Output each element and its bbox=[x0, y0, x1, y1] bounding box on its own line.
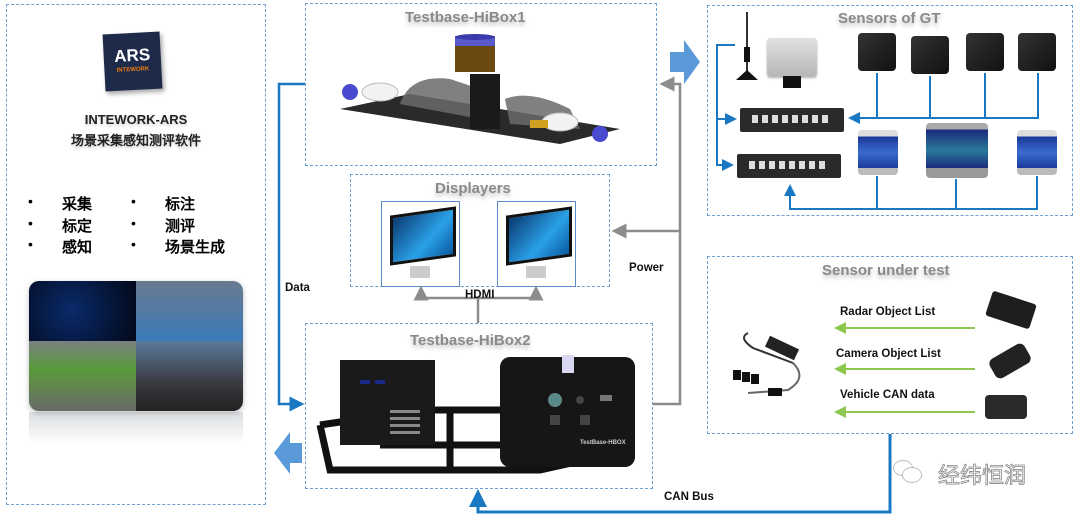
lidar-2-icon bbox=[926, 123, 988, 178]
gt-lidar-bus bbox=[784, 176, 1038, 210]
gt-camera-3-icon bbox=[966, 33, 1004, 71]
big-arrow-right bbox=[670, 40, 700, 84]
can-bus-label: CAN Bus bbox=[664, 491, 714, 503]
feature-item: 标定 bbox=[62, 217, 93, 235]
power-label: Power bbox=[629, 262, 664, 274]
pointcloud-green-view bbox=[29, 341, 136, 411]
power-line bbox=[653, 76, 682, 406]
feature-item: 场景生成 bbox=[165, 238, 226, 256]
hdmi-label: HDMI bbox=[465, 289, 495, 301]
gt-line bbox=[716, 44, 737, 125]
collage-reflection bbox=[29, 412, 243, 444]
feature-item: 标注 bbox=[165, 195, 196, 213]
sensors-gt-title: Sensors of GT bbox=[838, 10, 941, 27]
lidar-1-icon bbox=[858, 130, 898, 175]
network-switch-2-icon bbox=[737, 154, 841, 178]
hibox2-device-label: TestBase-HBOX bbox=[580, 440, 626, 446]
product-subtitle: 场景采集感知测评软件 bbox=[70, 134, 201, 149]
feature-item: 测评 bbox=[165, 217, 196, 235]
feature-item: 采集 bbox=[62, 195, 93, 213]
product-name: INTEWORK-ARS bbox=[84, 112, 188, 127]
monitor-stand bbox=[410, 266, 430, 278]
watermark-text: 经纬恒润 bbox=[938, 464, 1027, 490]
data-line bbox=[277, 82, 305, 412]
switch-ports bbox=[749, 161, 829, 169]
software-panel bbox=[6, 4, 266, 505]
gt-camera-2-icon bbox=[911, 36, 949, 74]
switch-ports bbox=[752, 115, 832, 123]
signal-label-radar: Radar Object List bbox=[840, 306, 936, 318]
feature-bullet: • bbox=[131, 236, 136, 252]
feature-bullet: • bbox=[131, 215, 136, 231]
feature-bullet: • bbox=[131, 193, 136, 209]
hibox2-block bbox=[305, 323, 653, 489]
lidar-pointcloud-view bbox=[29, 281, 136, 341]
gps-antenna-icon bbox=[736, 12, 758, 80]
wechat-icon bbox=[893, 460, 922, 483]
hibox2-title: Testbase-HiBox2 bbox=[410, 332, 531, 349]
gt-camera-1-icon bbox=[858, 33, 896, 71]
feature-bullet: • bbox=[28, 193, 33, 209]
signal-label-camera: Camera Object List bbox=[836, 348, 941, 360]
sensors-gt-block bbox=[707, 5, 1073, 216]
gt-camera-bus bbox=[848, 73, 1039, 124]
gnss-ins-box-icon bbox=[767, 38, 817, 76]
displayers-title: Displayers bbox=[435, 180, 511, 197]
feature-bullet: • bbox=[28, 215, 33, 231]
feature-item: 感知 bbox=[62, 238, 93, 256]
gnss-connector bbox=[783, 76, 801, 88]
hibox1-block bbox=[305, 3, 657, 166]
indoor-camera-view bbox=[136, 341, 243, 411]
can-interface-cable-icon bbox=[733, 332, 801, 396]
data-label: Data bbox=[285, 282, 310, 294]
sensor-under-test-block bbox=[707, 256, 1073, 434]
hdmi-line bbox=[478, 285, 544, 301]
gt-camera-4-icon bbox=[1018, 33, 1056, 71]
obd-connector-icon bbox=[985, 395, 1027, 419]
gt-line bbox=[716, 119, 734, 171]
lidar-3-icon bbox=[1017, 130, 1057, 175]
hibox1-sensor-rig-image bbox=[340, 34, 620, 144]
perception-collage-image bbox=[29, 281, 243, 411]
can-bus-line bbox=[469, 434, 892, 514]
feature-bullet: • bbox=[28, 236, 33, 252]
big-arrow-left bbox=[274, 432, 302, 474]
network-switch-1-icon bbox=[740, 108, 844, 132]
monitor-stand bbox=[526, 266, 546, 278]
displayers-block bbox=[350, 174, 610, 287]
hdmi-line bbox=[413, 285, 480, 323]
hibox2-hardware-image bbox=[316, 355, 635, 474]
signal-label-vehicle-can: Vehicle CAN data bbox=[840, 389, 935, 401]
camera-annotation-view bbox=[136, 281, 243, 341]
hibox1-title: Testbase-HiBox1 bbox=[405, 9, 526, 26]
sensor-under-test-title: Sensor under test bbox=[822, 262, 950, 279]
